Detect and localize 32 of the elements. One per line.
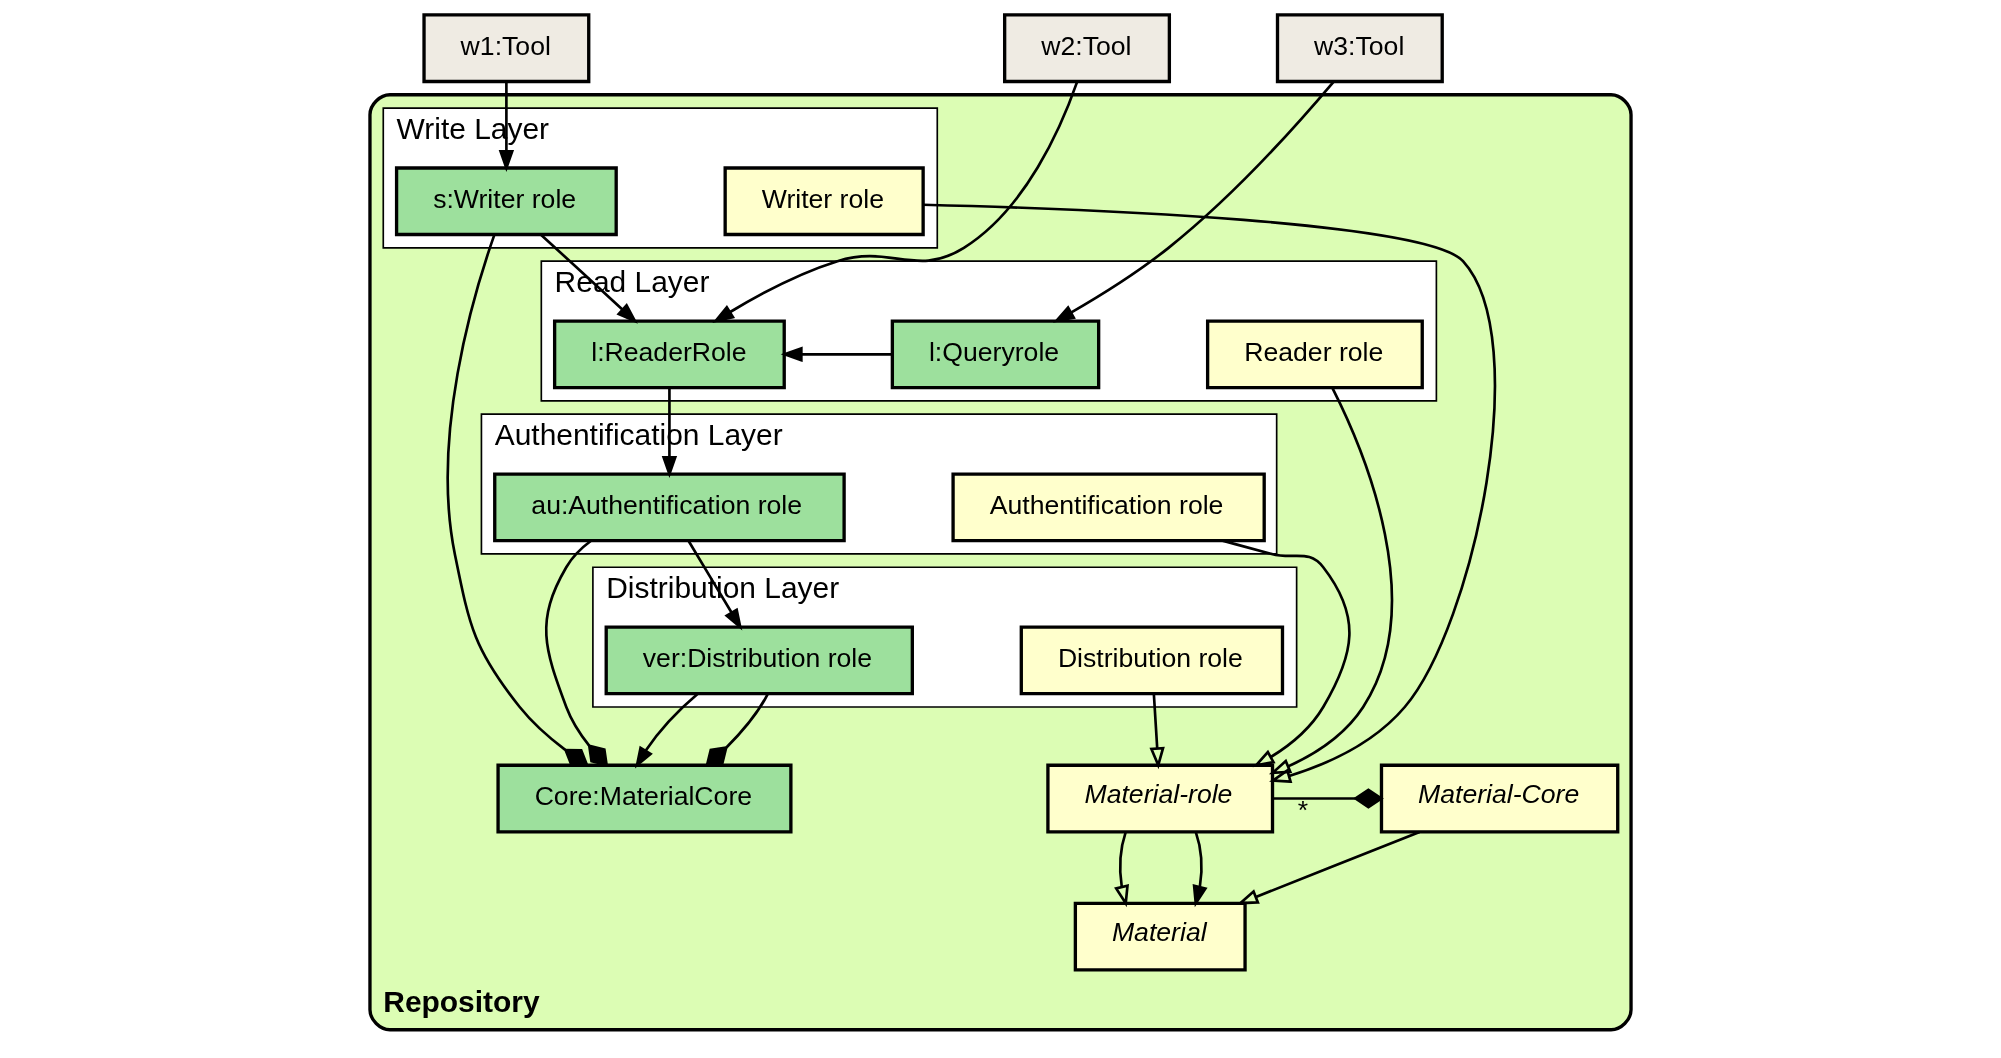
- arrow: [1268, 387, 1394, 775]
- connector: [446, 234, 589, 767]
- arrow: [1149, 693, 1165, 770]
- arrow: [923, 203, 1496, 784]
- arrow: [1222, 539, 1351, 768]
- node-box: Material-role: [1046, 763, 1275, 834]
- edge-label: *: [1297, 794, 1309, 825]
- connector: [1272, 788, 1384, 809]
- node-box: Core:MaterialCore: [496, 763, 793, 834]
- node-box: ver:Distribution role: [604, 625, 914, 696]
- arrow: [1052, 80, 1335, 323]
- arrow: [634, 693, 699, 769]
- node-box: Distribution role: [1019, 625, 1285, 696]
- arrow: [712, 81, 1079, 324]
- node-box: s:Writer role: [394, 166, 618, 237]
- node-box: Reader role: [1205, 319, 1424, 390]
- arrow: [1192, 831, 1208, 908]
- node-box: w3:Tool: [1275, 13, 1444, 84]
- node-box: w2:Tool: [1003, 13, 1172, 84]
- arrow: [1236, 830, 1421, 905]
- node-box: Writer role: [723, 166, 925, 237]
- node-box: l:Queryrole: [890, 319, 1101, 390]
- arrow: [780, 346, 892, 362]
- arrow: [1114, 831, 1130, 908]
- node-box: Authentification role: [951, 472, 1266, 543]
- node-box: w1:Tool: [422, 13, 591, 84]
- node-box: Material: [1073, 901, 1247, 972]
- node-box: l:ReaderRole: [552, 319, 786, 390]
- connector: [705, 693, 769, 767]
- node-box: Material-Core: [1379, 763, 1620, 834]
- node-box: au:Authentification role: [493, 472, 846, 543]
- connector: [545, 539, 609, 767]
